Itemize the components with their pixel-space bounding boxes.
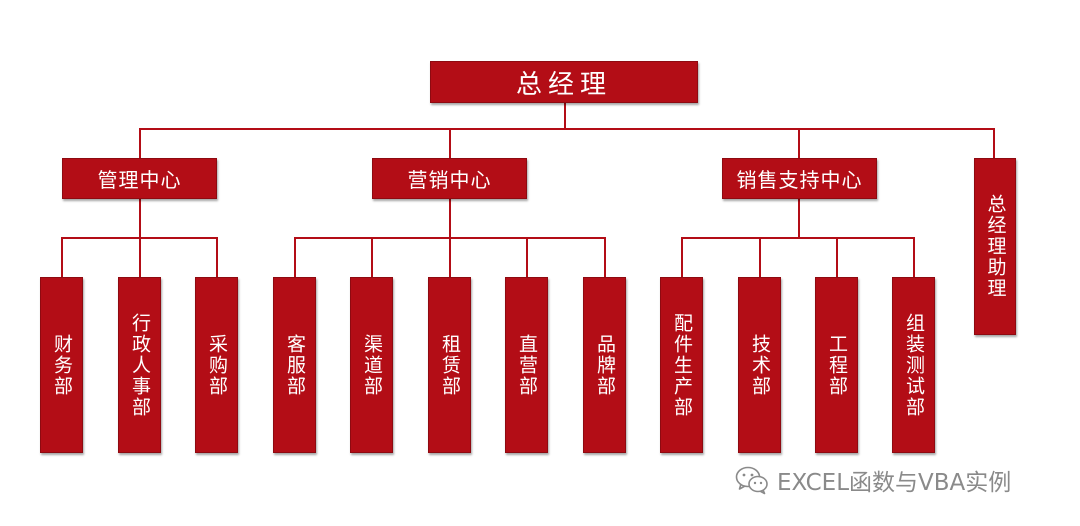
connector-management-down [139,198,141,238]
connector-sales-support-down [798,198,800,238]
connector-to-marketing [449,128,451,158]
connector-root-down [564,102,566,129]
node-customer-service-dept: 客服部 [273,277,316,453]
node-direct-sales-dept: 直营部 [505,277,548,453]
node-engineering-dept: 工程部 [815,277,858,453]
node-marketing-center: 营销中心 [372,158,527,199]
node-parts-production-dept: 配件生产部 [660,277,703,453]
watermark-text: EXCEL函数与VBA实例 [777,470,1012,496]
connector-to-assistant [993,128,995,158]
node-admin-hr-dept: 行政人事部 [118,277,161,453]
connector-dept-8 [604,237,606,277]
node-channel-dept: 渠道部 [350,277,393,453]
node-general-manager: 总经理 [430,61,698,103]
connector-dept-7 [526,237,528,277]
connector-level1-bar [139,128,995,130]
node-management-center: 管理中心 [62,158,217,199]
connector-sales-support-bar [681,237,915,239]
node-technology-dept: 技术部 [738,277,781,453]
node-purchasing-dept: 采购部 [195,277,238,453]
connector-dept-12 [913,237,915,277]
connector-dept-4 [294,237,296,277]
connector-to-sales-support [798,128,800,158]
node-leasing-dept: 租赁部 [428,277,471,453]
watermark: EXCEL函数与VBA实例 [735,462,1011,498]
node-assembly-testing-dept: 组装测试部 [892,277,935,453]
wechat-icon [735,465,769,495]
node-gm-assistant: 总经理助理 [974,158,1016,335]
connector-dept-11 [836,237,838,277]
connector-dept-5 [371,237,373,277]
connector-marketing-down [449,198,451,238]
node-finance-dept: 财务部 [40,277,83,453]
connector-to-management [139,128,141,158]
connector-dept-9 [681,237,683,277]
connector-dept-6 [449,237,451,277]
node-sales-support-center: 销售支持中心 [722,158,877,199]
connector-dept-2 [139,237,141,277]
connector-dept-3 [216,237,218,277]
connector-dept-10 [759,237,761,277]
connector-dept-1 [61,237,63,277]
node-brand-dept: 品牌部 [583,277,626,453]
